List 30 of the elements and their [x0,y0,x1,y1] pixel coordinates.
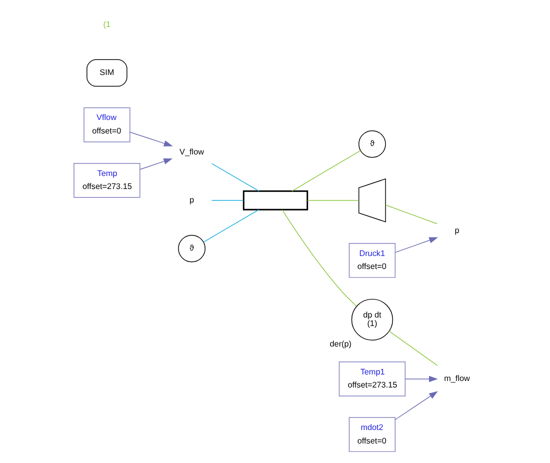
node-label: der(p) [329,340,352,349]
node-text: p [189,195,194,204]
arrow [139,158,172,170]
node-box: SIM [86,59,127,87]
connector [384,204,437,224]
arrow [394,391,438,420]
node-circle: ϑ [358,130,386,158]
connector [202,209,259,242]
node-box: Vflow offset=0 [83,107,130,142]
node-text: V_flow [179,147,204,156]
node-box: mdot2 offset=0 [348,417,396,452]
node-text: p [454,226,459,235]
arrow [404,376,438,382]
connector [291,150,360,192]
arrow [394,237,438,253]
node-box: Temp1 offset=273.15 [338,362,406,396]
connector [306,200,359,201]
node-box: Druck1 offset=0 [348,242,396,278]
label: (1 [102,20,110,29]
node-text: m_flow [444,374,470,384]
node-circle: ϑ [178,234,205,262]
node-trapezium [358,178,386,222]
node-box: Temp offset=273.15 [73,162,140,198]
connector [210,163,259,192]
connector [388,330,438,366]
arrow [129,132,172,146]
node-circle: dp dt (1) [350,298,393,341]
connector [210,200,244,201]
node-box [242,190,308,210]
connector [281,209,356,307]
